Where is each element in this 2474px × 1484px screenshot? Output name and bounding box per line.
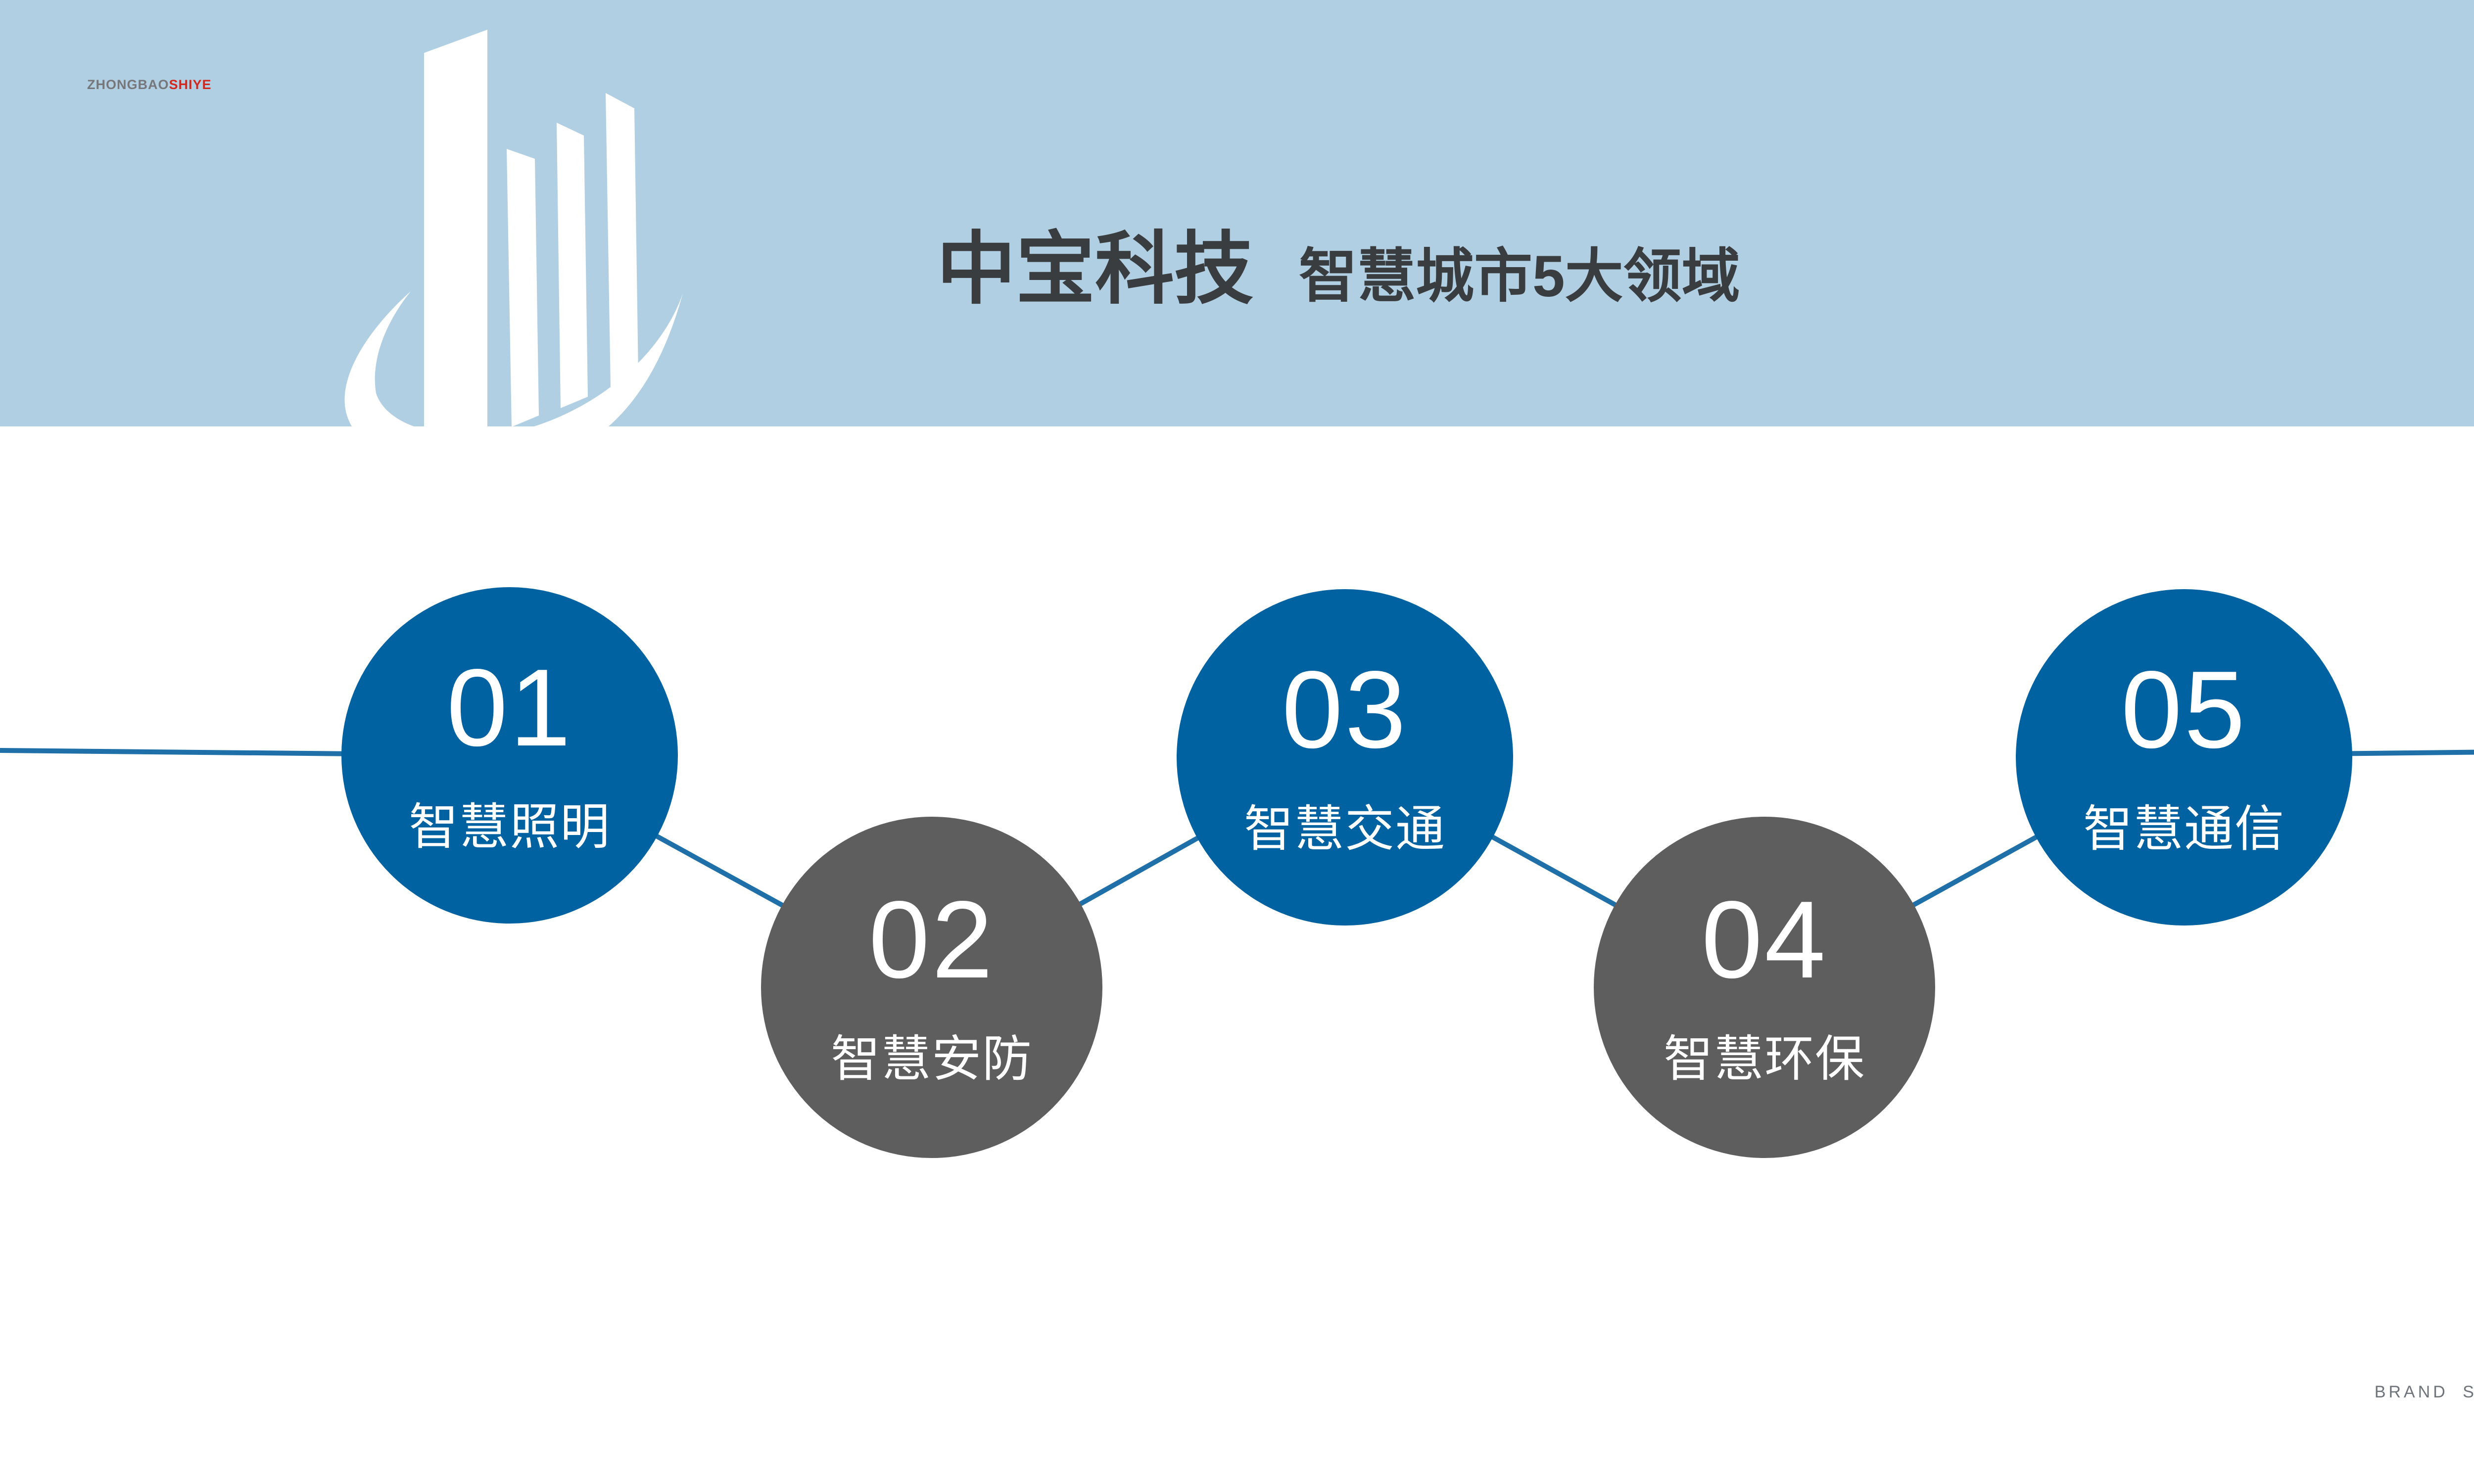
step-number: 02	[868, 878, 995, 1001]
slide-title-block: 中宝科技 智慧城市5大领域	[937, 224, 1740, 315]
page-subtitle: 智慧城市5大领域	[1299, 244, 1740, 309]
header-band: ZHONGBAOSHIYE 中宝科技 智慧城市5大领域 R	[0, 0, 2474, 426]
logo-bar-medium	[557, 123, 588, 408]
step-label: 智慧通信	[2083, 801, 2285, 857]
step-circle-smart-transport: 03 智慧交通	[1177, 589, 1513, 926]
step-number: 01	[446, 646, 573, 769]
company-building-logo	[344, 30, 683, 426]
step-number: 04	[1701, 878, 1828, 1001]
company-wordmark: ZHONGBAOSHIYE	[87, 77, 212, 93]
step-circle-smart-security: 02 智慧安防	[761, 817, 1102, 1158]
step-label: 智慧交通	[1244, 801, 1446, 857]
step-circle-smart-environment: 04 智慧环保	[1594, 817, 1935, 1158]
step-circle-smart-lighting: 01 智慧照明	[341, 587, 678, 924]
footer-brand-text: BRAND SRAEGY	[2374, 1383, 2474, 1401]
step-circle-smart-communication: 05 智慧通信	[2016, 589, 2352, 926]
company-wordmark-red: SHIYE	[169, 77, 212, 92]
logo-bar-large	[606, 93, 638, 387]
step-label: 智慧安防	[831, 1031, 1033, 1087]
step-number: 03	[1282, 648, 1408, 771]
logo-bar-small	[507, 149, 539, 426]
step-label: 智慧环保	[1664, 1031, 1865, 1087]
page-title: 中宝科技	[937, 225, 1254, 313]
logo-bar-tall	[424, 30, 487, 426]
logo-swoosh	[344, 291, 683, 426]
step-label: 智慧照明	[409, 799, 611, 855]
company-wordmark-gray: ZHONGBAO	[87, 77, 169, 92]
step-number: 05	[2121, 648, 2247, 771]
